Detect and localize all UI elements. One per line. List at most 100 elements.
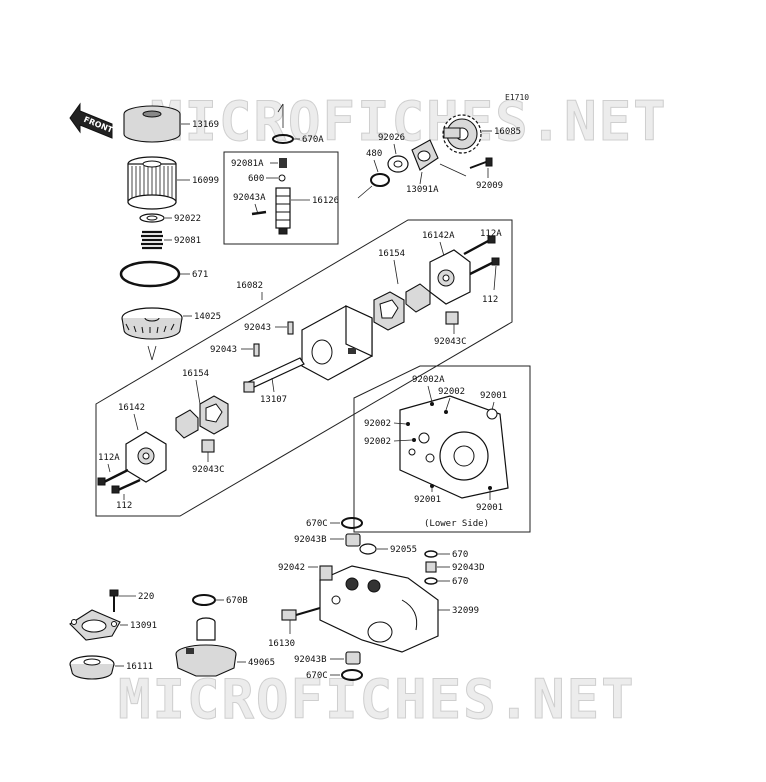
strainer-14025 <box>121 307 183 340</box>
label-92022: 92022 <box>174 214 201 224</box>
label-670-upper: 670 <box>452 550 468 560</box>
lower-side-cover <box>399 395 509 499</box>
label-92043-lower: 92043 <box>210 345 237 355</box>
bolt-112-lower <box>111 478 141 494</box>
label-13107: 13107 <box>260 395 287 405</box>
oring-670-lower <box>424 577 438 585</box>
spring-92081A <box>279 158 287 168</box>
label-16082: 16082 <box>236 281 263 291</box>
spring-92081 <box>141 230 163 250</box>
label-600: 600 <box>248 174 264 184</box>
plate-13091 <box>69 609 121 641</box>
bolt-92009 <box>469 157 493 169</box>
oring-670C-top <box>341 517 363 529</box>
sprocket-16085 <box>442 114 482 154</box>
front-arrow-icon: FRONT <box>69 102 115 139</box>
housing-32099 <box>319 565 439 653</box>
label-16142: 16142 <box>118 403 145 413</box>
label-92043C-upper: 92043C <box>434 337 467 347</box>
label-92081: 92081 <box>174 236 201 246</box>
label-670B: 670B <box>226 596 248 606</box>
label-92055: 92055 <box>390 545 417 555</box>
filter-cover-13169 <box>123 105 181 143</box>
rotor-16154-lower <box>175 395 229 439</box>
pin-92043-upper <box>287 321 294 335</box>
pipe-49065 <box>175 617 237 677</box>
diagram-code: E1710 <box>505 93 529 102</box>
label-92043A: 92043A <box>233 193 266 203</box>
label-13091: 13091 <box>130 621 157 631</box>
bolt-112A-upper <box>463 235 496 256</box>
label-49065: 49065 <box>248 658 275 668</box>
label-670-lower: 670 <box>452 577 468 587</box>
lower-side-box <box>353 365 531 533</box>
bracket-13091A <box>411 139 439 171</box>
pin-92043A <box>251 210 267 216</box>
lower-side-label: (Lower Side) <box>424 519 489 529</box>
watermark-bottom: MICROFICHES.NET <box>118 668 636 731</box>
pin-92043-lower <box>253 343 260 357</box>
label-480: 480 <box>366 149 382 159</box>
label-220: 220 <box>138 592 154 602</box>
label-92001-right: 92001 <box>476 503 503 513</box>
washer-92022 <box>139 213 165 223</box>
relief-valve-16126 <box>275 187 291 235</box>
label-92043-upper: 92043 <box>244 323 271 333</box>
cover-16142 <box>125 431 167 483</box>
cover-16142A <box>429 249 471 305</box>
relief-valve-box <box>223 151 339 245</box>
oring-670-upper <box>424 550 438 558</box>
label-92043D: 92043D <box>452 563 485 573</box>
circlip-480 <box>370 173 390 187</box>
bolt-112A-lower <box>97 468 129 486</box>
rotor-16154-upper <box>373 283 431 331</box>
label-32099: 32099 <box>452 606 479 616</box>
label-16126: 16126 <box>312 196 339 206</box>
label-92002-low: 92002 <box>364 437 391 447</box>
washer-92055 <box>359 543 377 555</box>
label-16085: 16085 <box>494 127 521 137</box>
label-92009: 92009 <box>476 181 503 191</box>
bolt-220 <box>109 589 119 612</box>
label-112A-lower: 112A <box>98 453 120 463</box>
dowel-92043C-upper <box>445 311 459 325</box>
nozzle-16130 <box>281 607 321 621</box>
pump-body <box>301 305 373 381</box>
label-112-lower: 112 <box>116 501 132 511</box>
label-14025: 14025 <box>194 312 221 322</box>
label-92043C-lower: 92043C <box>192 465 225 475</box>
label-92001-top: 92001 <box>480 391 507 401</box>
watermark-top: MICROFICHES.NET <box>150 90 668 153</box>
cap-16111 <box>69 655 115 680</box>
label-16099: 16099 <box>192 176 219 186</box>
label-92002A: 92002A <box>412 375 445 385</box>
label-16130: 16130 <box>268 639 295 649</box>
label-16154-upper: 16154 <box>378 249 405 259</box>
label-670C-bottom: 670C <box>306 671 328 681</box>
label-92042: 92042 <box>278 563 305 573</box>
label-670C-top: 670C <box>306 519 328 529</box>
shaft-13107 <box>243 357 305 393</box>
oil-filter-16099 <box>127 156 177 210</box>
label-13091A: 13091A <box>406 185 439 195</box>
ball-600 <box>278 174 286 182</box>
label-13169: 13169 <box>192 120 219 130</box>
label-92026: 92026 <box>378 133 405 143</box>
label-112-upper: 112 <box>482 295 498 305</box>
collar-92043B-top <box>345 533 361 547</box>
label-92043B-top: 92043B <box>294 535 327 545</box>
oring-670C-bottom <box>341 669 363 681</box>
collar-92043D <box>425 561 437 573</box>
label-112A-upper: 112A <box>480 229 502 239</box>
bolt-112-upper <box>469 257 500 276</box>
label-16154-lower: 16154 <box>182 369 209 379</box>
label-671: 671 <box>192 270 208 280</box>
label-16142A: 16142A <box>422 231 455 241</box>
label-92081A: 92081A <box>231 159 264 169</box>
oring-670B <box>192 594 216 606</box>
dowel-92043C-lower <box>201 439 215 453</box>
label-92001-left: 92001 <box>414 495 441 505</box>
label-92002-mid: 92002 <box>364 419 391 429</box>
label-92002-top: 92002 <box>438 387 465 397</box>
